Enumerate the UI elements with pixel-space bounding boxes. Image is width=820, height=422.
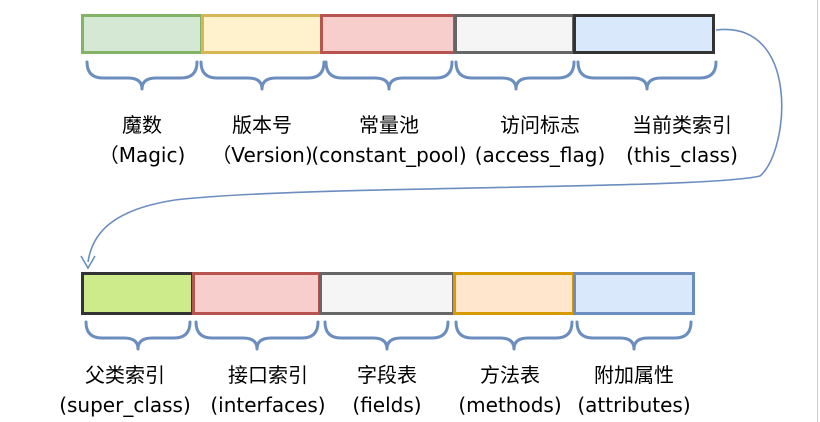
label-methods-en: (methods) xyxy=(458,393,562,417)
label-access-flag-zh: 访问标志 xyxy=(500,113,580,137)
label-version-zh: 版本号 xyxy=(232,113,292,137)
label-magic-zh: 魔数 xyxy=(122,113,162,137)
label-super-class-en: (super_class) xyxy=(59,393,191,417)
label-magic-en: （Magic) xyxy=(98,143,186,167)
label-interfaces: 接口索引 (interfaces) xyxy=(201,360,335,420)
fields-box xyxy=(319,272,455,315)
label-constant-pool-en: (constant_pool) xyxy=(311,143,467,167)
label-version-en: （Version) xyxy=(211,143,313,167)
label-version: 版本号 （Version) xyxy=(202,110,322,170)
label-attributes-en: (attributes) xyxy=(577,393,691,417)
brace-attributes xyxy=(575,320,693,351)
label-super-class-zh: 父类索引 xyxy=(85,363,165,387)
access-flag-box xyxy=(454,14,575,54)
label-magic: 魔数 （Magic) xyxy=(92,110,192,170)
continuation-arrowhead xyxy=(80,255,96,270)
label-super-class: 父类索引 (super_class) xyxy=(50,360,200,420)
label-attributes-zh: 附加属性 xyxy=(594,363,674,387)
label-methods: 方法表 (methods) xyxy=(449,360,571,420)
brace-fields xyxy=(323,320,450,351)
attributes-box xyxy=(573,272,695,315)
brace-this-class xyxy=(576,60,718,91)
super-class-box xyxy=(81,272,194,315)
brace-interfaces xyxy=(194,320,320,351)
version-box xyxy=(201,14,323,54)
label-fields-en: (fields) xyxy=(352,393,422,417)
label-access-flag: 访问标志 (access_flag) xyxy=(466,110,614,170)
canvas-right-edge xyxy=(817,0,818,422)
this-class-box xyxy=(573,14,715,54)
brace-super-class xyxy=(84,320,192,351)
label-this-class-zh: 当前类索引 xyxy=(632,113,732,137)
label-methods-zh: 方法表 xyxy=(480,363,540,387)
label-fields: 字段表 (fields) xyxy=(342,360,432,420)
label-this-class-en: (this_class) xyxy=(626,143,738,167)
brace-constant-pool xyxy=(324,60,454,91)
label-attributes: 附加属性 (attributes) xyxy=(570,360,698,420)
label-fields-zh: 字段表 xyxy=(357,363,417,387)
label-constant-pool-zh: 常量池 xyxy=(359,113,419,137)
methods-box xyxy=(453,272,575,315)
label-interfaces-en: (interfaces) xyxy=(210,393,326,417)
label-this-class: 当前类索引 (this_class) xyxy=(612,110,752,170)
brace-magic xyxy=(85,60,199,91)
brace-version xyxy=(199,60,326,91)
magic-box xyxy=(81,14,203,54)
brace-methods xyxy=(454,320,574,351)
brace-access-flag xyxy=(454,60,576,91)
label-access-flag-en: (access_flag) xyxy=(474,143,606,167)
label-interfaces-zh: 接口索引 xyxy=(228,363,308,387)
interfaces-box xyxy=(192,272,321,315)
label-constant-pool: 常量池 (constant_pool) xyxy=(308,110,470,170)
continuation-arrow xyxy=(87,28,783,263)
